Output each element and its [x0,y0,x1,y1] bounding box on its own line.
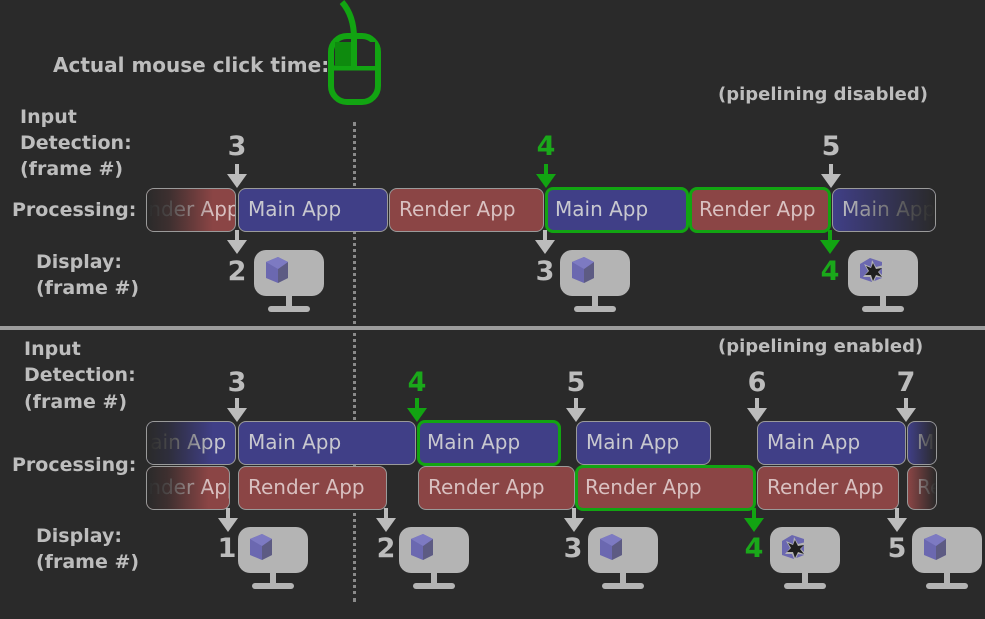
box-label: Main App [586,430,680,454]
monitor-cube-icon [238,527,308,589]
bottom-box-main: Main App [576,421,711,465]
bottom-input-label-line3: (frame #) [24,391,128,413]
box-label: Main App [248,197,342,221]
bottom-mode-label: (pipelining enabled) [718,336,924,357]
click-time-label: Actual mouse click time: [53,53,330,77]
bottom-display-frame-highlighted: 4 [744,533,764,564]
bottom-box-render-partial: Render App [907,466,937,510]
bottom-display-frame: 1 [217,533,237,564]
bottom-input-frame: 6 [747,367,767,398]
box-label: Render App [248,475,365,499]
top-display-frame: 2 [227,256,247,287]
top-box-main-partial: Main App [832,188,936,232]
bottom-display-label-line1: Display: [36,525,122,547]
bottom-box-render-highlighted: Render App [575,465,756,511]
bottom-box-main-partial: Main App [146,421,236,465]
top-input-frame-highlighted: 4 [536,131,556,162]
box-label: Main App [555,197,649,221]
top-mode-label: (pipelining disabled) [718,84,928,105]
top-display-frame-highlighted: 4 [820,256,840,287]
bottom-box-render: Render App [757,466,899,510]
bottom-box-render: Render App [238,466,387,510]
box-label: Render App [585,475,702,499]
top-display-label-line1: Display: [36,251,122,273]
bottom-input-frame: 3 [227,367,247,398]
input-label-line2: Detection: [20,132,132,154]
box-label: Main App [248,430,342,454]
top-processing-label: Processing: [12,199,137,221]
bottom-display-frame: 2 [376,533,396,564]
bottom-box-main-highlighted: Main App [417,420,561,466]
top-input-frame: 3 [227,131,247,162]
bottom-display-frame: 5 [887,533,907,564]
top-input-frame: 5 [821,131,841,162]
top-box-render-partial: Render App [146,188,236,232]
box-label: Render App [767,475,884,499]
monitor-cube-icon [254,250,324,312]
top-display-frame: 3 [535,256,555,287]
bottom-display-label-line2: (frame #) [36,551,140,573]
top-box-main-highlighted: Main App [545,187,689,233]
box-label: Main App [427,430,521,454]
bottom-processing-label: Processing: [12,454,137,476]
bottom-display-frame: 3 [563,533,583,564]
monitor-burst-icon [848,250,918,312]
monitor-cube-icon [588,527,658,589]
bottom-box-main: Main App [238,421,416,465]
top-box-render: Render App [389,188,544,232]
section-divider [0,326,985,330]
box-label: Render App [428,475,545,499]
bottom-input-frame-highlighted: 4 [407,367,427,398]
input-label-line3: (frame #) [20,158,124,180]
bottom-input-label-line2: Detection: [24,364,136,386]
top-box-render-highlighted: Render App [689,187,831,233]
top-box-main: Main App [238,188,388,232]
mouse-icon [328,0,381,105]
monitor-cube-icon [560,250,630,312]
monitor-cube-icon [912,527,982,589]
bottom-input-frame: 5 [566,367,586,398]
monitor-cube-icon [399,527,469,589]
input-label-line1: Input [20,106,77,128]
box-label: Render App [399,197,516,221]
bottom-input-label-line1: Input [24,338,81,360]
bottom-box-main: Main App [757,421,906,465]
bottom-box-main-partial: Main App [907,421,937,465]
bottom-box-render-partial: Render App [146,466,230,510]
box-label: Main App [767,430,861,454]
top-display-label-line2: (frame #) [36,277,140,299]
bottom-input-frame: 7 [896,367,916,398]
bottom-box-render: Render App [418,466,575,510]
box-label: Render App [699,197,816,221]
click-time-marker-line [353,122,356,602]
monitor-burst-icon [770,527,840,589]
